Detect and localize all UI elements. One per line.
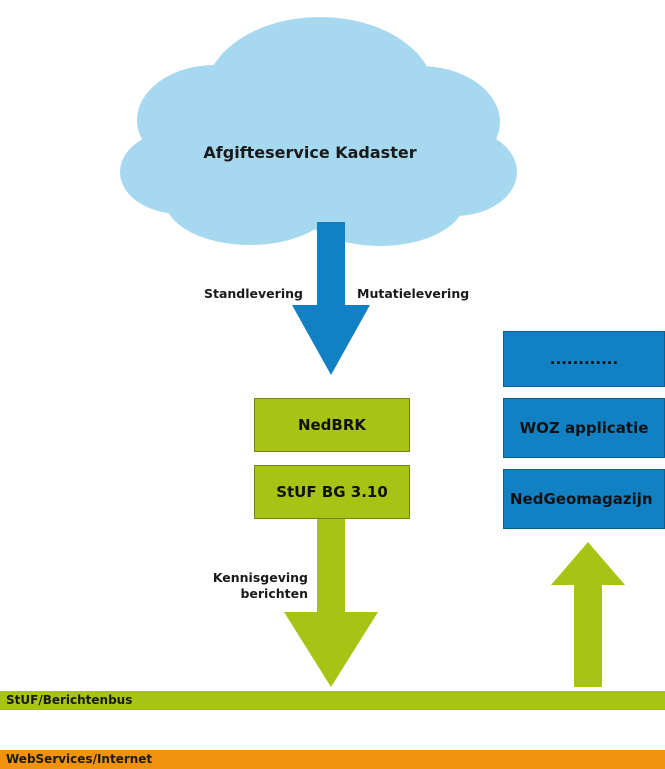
stuf-bg-box: StUF BG 3.10 bbox=[254, 465, 410, 519]
woz-applicatie-box: WOZ applicatie bbox=[503, 398, 665, 458]
nedgeomagazijn-box: NedGeomagazijn bbox=[503, 469, 665, 529]
kennisgeving-arrow bbox=[284, 513, 378, 687]
mutatielevering-label: Mutatielevering bbox=[357, 286, 470, 301]
upward-arrow bbox=[551, 542, 625, 687]
kennisgeving-label-line2: berichten bbox=[240, 586, 308, 601]
cloud-shape bbox=[120, 17, 517, 246]
webservices-internet-bar: WebServices/Internet bbox=[0, 750, 665, 769]
standlevering-label: Standlevering bbox=[204, 286, 303, 301]
cloud-title: Afgifteservice Kadaster bbox=[203, 143, 417, 162]
placeholder-box: ............ bbox=[503, 331, 665, 387]
stuf-berichtenbus-bar: StUF/Berichtenbus bbox=[0, 691, 665, 710]
kennisgeving-label-line1: Kennisgeving bbox=[212, 570, 308, 585]
standlevering-arrow bbox=[292, 222, 370, 375]
nedbrk-box: NedBRK bbox=[254, 398, 410, 452]
